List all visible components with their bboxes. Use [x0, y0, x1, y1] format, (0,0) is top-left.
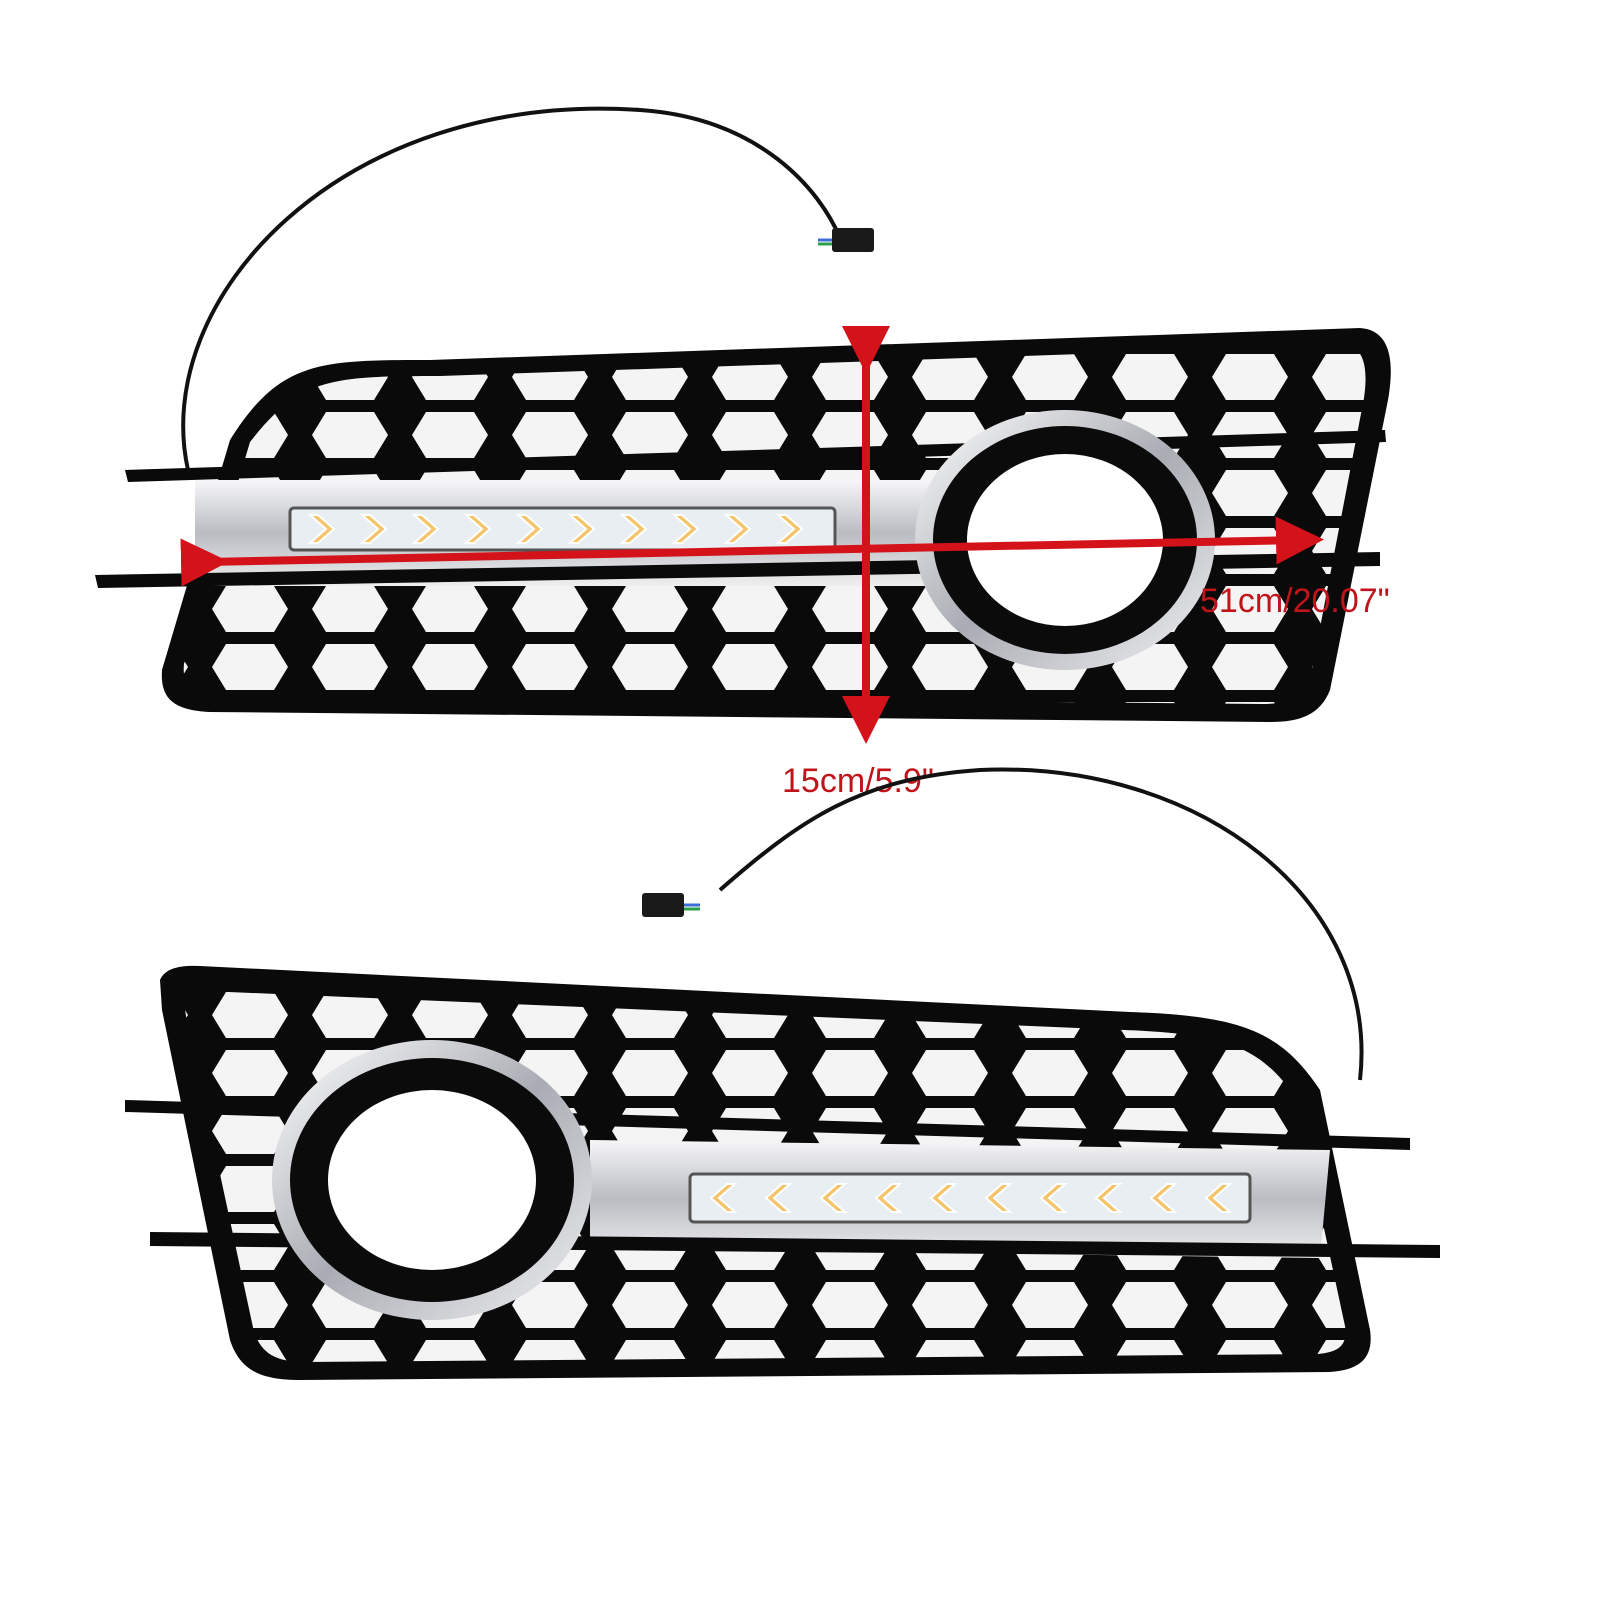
wire-cable	[718, 767, 1364, 1081]
led-strip	[288, 506, 837, 552]
width-label: 51cm/20.07"	[1200, 582, 1390, 620]
fog-lamp-opening	[328, 1090, 536, 1270]
wire-connector	[642, 893, 700, 917]
grille-top	[95, 106, 1391, 722]
wire-connector	[818, 228, 874, 252]
dimension-overlay: 51cm/20.07" 15cm/5.9"	[180, 326, 1390, 800]
wire-cable	[181, 106, 842, 471]
grille-bottom	[125, 767, 1440, 1380]
width-arrow	[180, 516, 1324, 587]
